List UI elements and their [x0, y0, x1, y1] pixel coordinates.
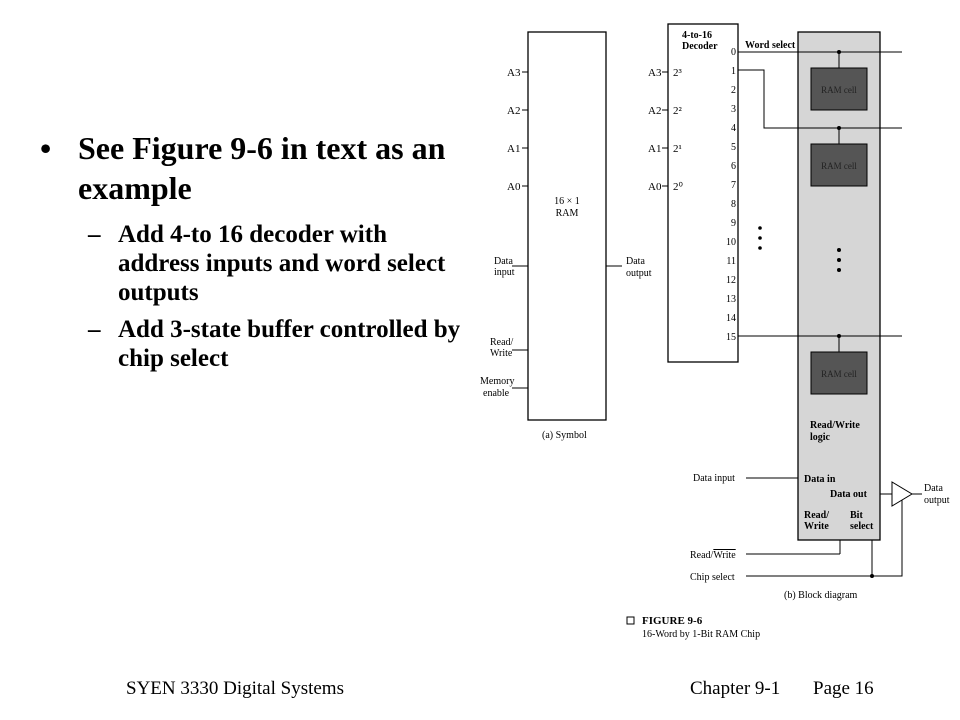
symbol-inputs: A3 A2 A1 A0	[507, 67, 521, 193]
decoder-output-2: 2	[731, 85, 736, 96]
decoder-address-inputs: A3 A2 A1 A0 2³ 2² 2¹ 2⁰	[648, 67, 684, 193]
data-out-label: Data out	[830, 489, 868, 500]
sub-bullet-dash: –	[88, 316, 101, 343]
symbol-input-lines	[512, 71, 622, 389]
read-write-bar-label: Read/Write	[690, 550, 736, 561]
main-bullet-text: See Figure 9-6 in text as an example	[78, 130, 446, 206]
decoder-input-a3: A3	[648, 67, 662, 79]
figure-subtitle: 16-Word by 1-Bit RAM Chip	[642, 629, 760, 640]
decoder-output-10: 10	[726, 237, 736, 248]
bullet-dot: •	[40, 130, 52, 166]
word-select-lines	[738, 51, 902, 352]
decoder-weight-1: 2¹	[673, 143, 682, 155]
sub-bullet-dash: –	[88, 221, 101, 248]
symbol-input-a1: A1	[507, 143, 520, 155]
ellipsis-dot	[837, 248, 841, 252]
footer-chapter: Chapter 9-1	[690, 678, 781, 699]
main-bullet: • See Figure 9-6 in text as an example	[40, 128, 470, 208]
footer-course: SYEN 3330 Digital Systems	[126, 678, 344, 699]
ram-cell-1	[810, 143, 868, 187]
ellipsis-dot	[837, 258, 841, 262]
decoder-output-5: 5	[731, 142, 736, 153]
symbol-input-a0: A0	[507, 181, 521, 193]
decoder-output-6: 6	[731, 161, 736, 172]
ellipsis-dot	[758, 246, 762, 250]
decoder-weight-3: 2³	[673, 67, 683, 79]
decoder-output-9: 9	[731, 218, 736, 229]
symbol-ram-box	[527, 31, 607, 421]
decoder-input-a1: A1	[648, 143, 661, 155]
ellipsis-dot	[837, 268, 841, 272]
chip-select-label: Chip select	[690, 572, 735, 583]
ellipsis-dot	[758, 226, 762, 230]
ram-cell-15	[810, 351, 868, 395]
figure-title: FIGURE 9-6	[642, 615, 703, 627]
decoder-box	[667, 23, 739, 363]
junction-dot	[870, 574, 874, 578]
decoder-input-a2: A2	[648, 105, 661, 117]
bullet-list: • See Figure 9-6 in text as an example –…	[40, 128, 470, 373]
decoder-input-a0: A0	[648, 181, 662, 193]
sub-bullet-2: – Add 3-state buffer controlled by chip …	[40, 315, 470, 373]
ram-cell-1-label: RAM cell	[821, 161, 857, 171]
decoder-output-0: 0	[731, 47, 736, 58]
ram-cell-0-label: RAM cell	[821, 85, 857, 95]
sub-bullet-1: – Add 4-to 16 decoder with address input…	[40, 220, 470, 307]
decoder-output-7: 7	[731, 180, 736, 191]
decoder-output-4: 4	[731, 123, 736, 134]
symbol-input-a2: A2	[507, 105, 520, 117]
ram-cell-0	[810, 67, 868, 111]
junction-dot	[837, 50, 841, 54]
footer-page: Page 16	[813, 678, 874, 699]
symbol-read-write: Read/Write	[490, 337, 514, 359]
decoder-input-lines	[662, 71, 668, 187]
data-input-label: Data input	[693, 473, 735, 484]
symbol-input-a3: A3	[507, 67, 521, 79]
decoder-output-1: 1	[731, 66, 736, 77]
decoder-output-12: 12	[726, 275, 736, 286]
ram-column	[797, 31, 881, 541]
decoder-output-13: 13	[726, 294, 736, 305]
data-in-label: Data in	[804, 474, 836, 485]
junction-dot	[837, 334, 841, 338]
decoder-output-15: 15	[726, 332, 736, 343]
decoder-output-11: 11	[726, 256, 736, 267]
word-select-label: Word select	[745, 40, 796, 51]
decoder-weight-0: 2⁰	[673, 181, 684, 193]
decoder-weight-2: 2²	[673, 105, 683, 117]
sub-bullet-2-text: Add 3-state buffer controlled by chip se…	[118, 316, 461, 372]
output-path	[746, 481, 922, 577]
decoder-output-8: 8	[731, 199, 736, 210]
sub-bullet-1-text: Add 4-to 16 decoder with address inputs …	[118, 221, 446, 306]
junction-dot	[837, 126, 841, 130]
ellipsis-dot	[758, 236, 762, 240]
block-caption: (b) Block diagram	[784, 590, 858, 601]
figure-square-icon	[626, 616, 635, 625]
decoder-output-3: 3	[731, 104, 736, 115]
rw-pin-label: Read/Write	[804, 510, 829, 532]
ram-cell-15-label: RAM cell	[821, 369, 857, 379]
decoder-output-14: 14	[726, 313, 736, 324]
symbol-caption: (a) Symbol	[542, 430, 587, 441]
